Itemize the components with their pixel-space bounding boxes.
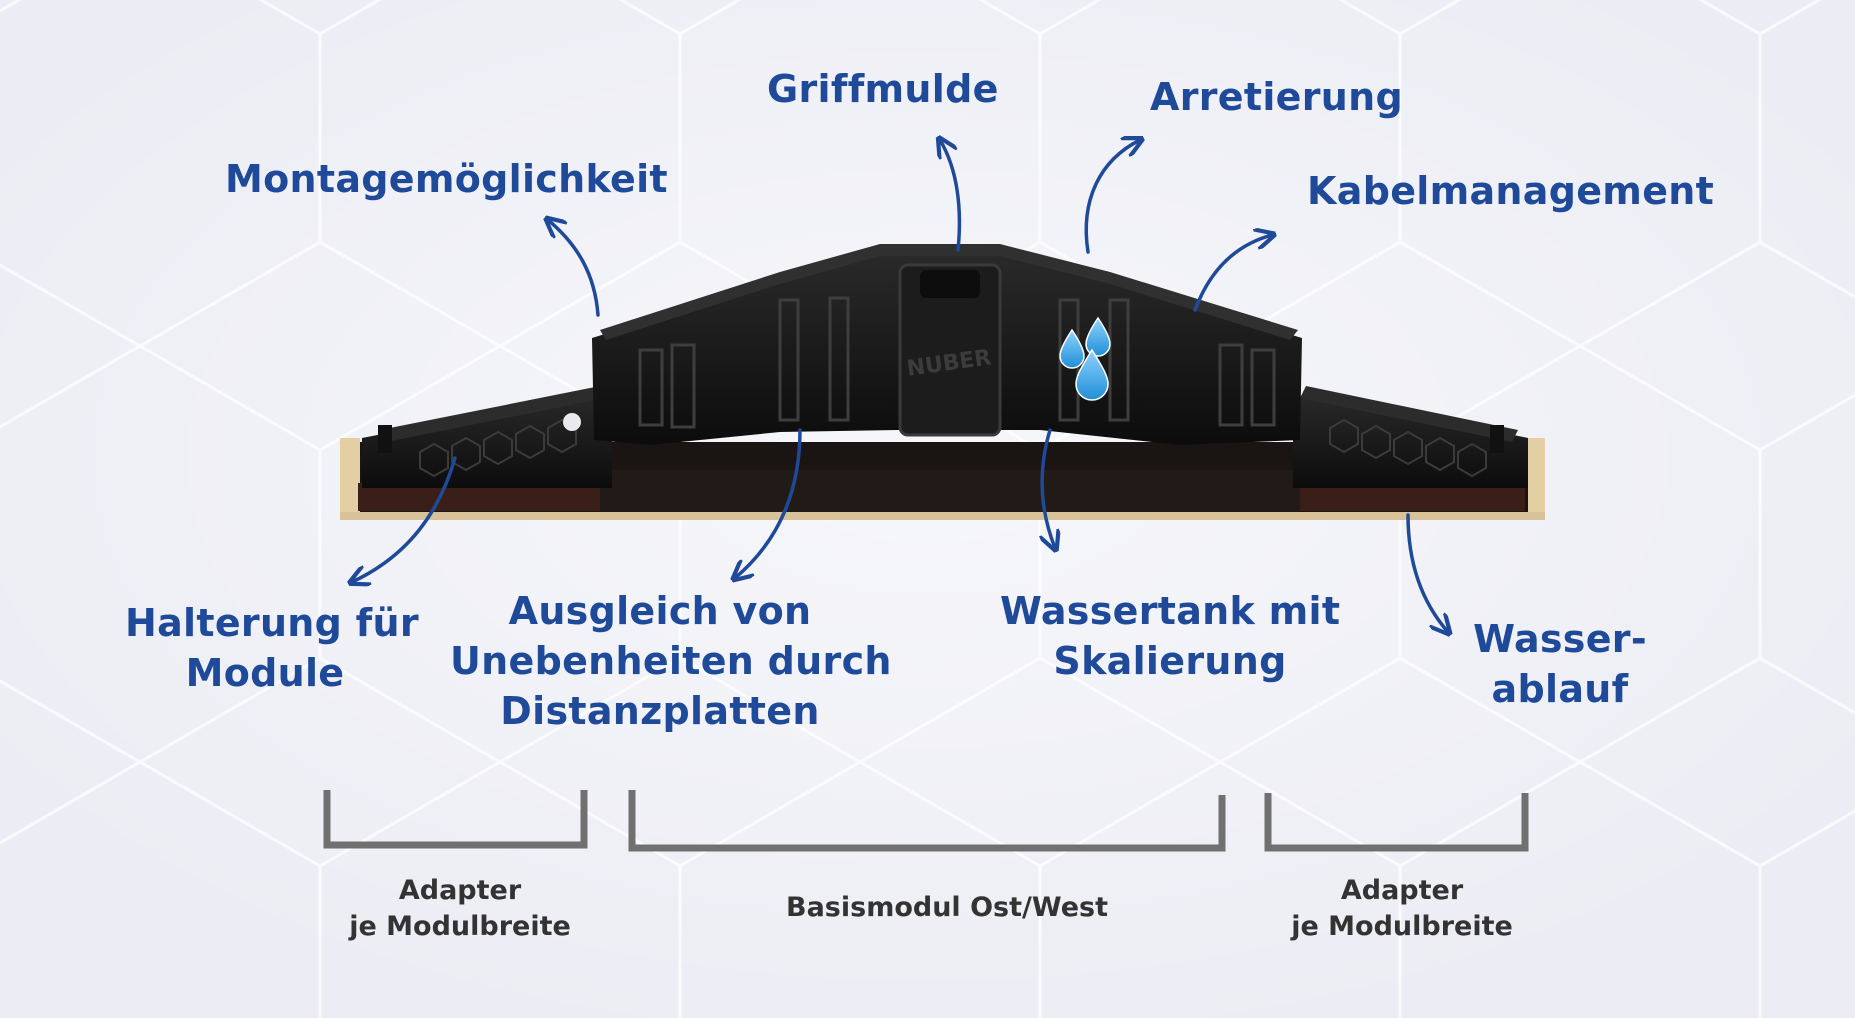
label-arretierung: Arretierung — [1150, 75, 1403, 119]
arrow-wassertank — [1042, 428, 1055, 548]
product-base — [340, 438, 1545, 520]
water-drops-icon — [1059, 316, 1111, 401]
left-adapter — [362, 386, 612, 488]
base-module-body: NUBER — [592, 244, 1302, 445]
arrow-montage — [548, 220, 600, 317]
arrow-kabel — [1193, 235, 1272, 312]
label-kabelmanagement: Kabelmanagement — [1307, 169, 1715, 213]
bracket-base-module — [628, 790, 1226, 852]
bracket-left-adapter — [323, 790, 588, 849]
right-adapter — [1293, 386, 1528, 488]
label-halterung: Halterung für Module — [125, 601, 419, 695]
caption-base-module: Basismodul Ost/West — [786, 892, 1108, 923]
label-montagemoeglichkeit: Montagemöglichkeit — [225, 157, 668, 201]
arrow-griffmulde — [940, 140, 962, 252]
arrow-ausgleich — [735, 428, 802, 578]
arrow-arretierung — [1084, 140, 1140, 254]
label-wasserablauf: Wasser- ablauf — [1473, 617, 1647, 711]
bracket-right-adapter — [1264, 793, 1529, 852]
caption-left-adapter: Adapter je Modulbreite — [349, 875, 571, 942]
arrow-halterung — [352, 456, 457, 582]
label-wassertank: Wassertank mit Skalierung — [1000, 589, 1341, 683]
arrow-wasserablauf — [1406, 513, 1448, 632]
caption-right-adapter: Adapter je Modulbreite — [1291, 875, 1513, 942]
label-griffmulde: Griffmulde — [767, 67, 999, 111]
label-ausgleich: Ausgleich von Unebenheiten durch Distanz… — [450, 589, 892, 733]
